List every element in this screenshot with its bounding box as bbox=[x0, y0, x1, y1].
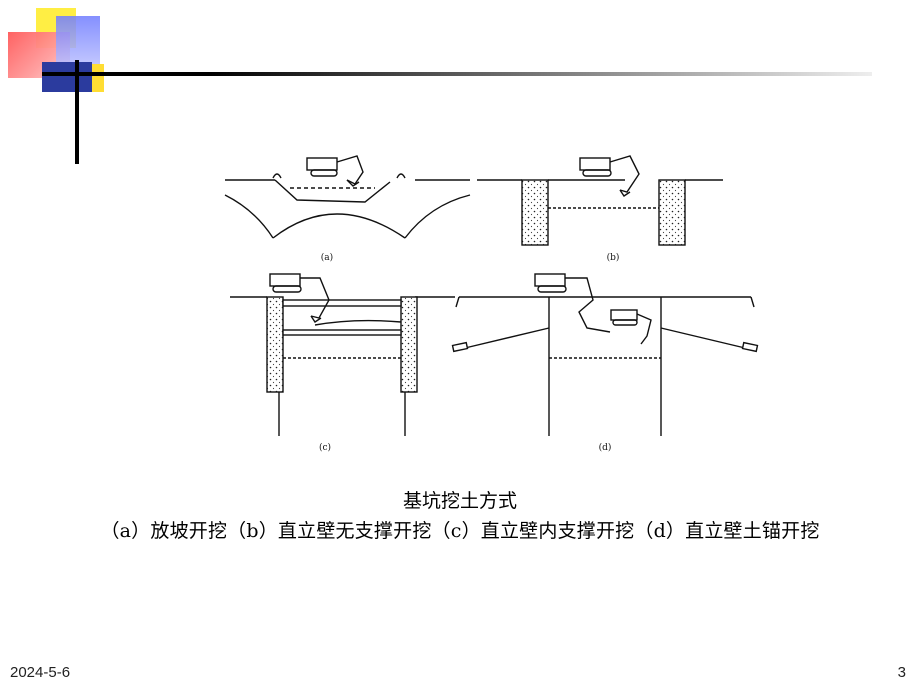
panel-label-a: (a) bbox=[321, 252, 333, 263]
panel-label-b: (b) bbox=[607, 252, 620, 263]
figure-caption-title: 基坑挖土方式 bbox=[402, 490, 517, 512]
figure-caption-subtitle: （a）放坡开挖（b）直立壁无支撑开挖（c）直立壁内支撑开挖（d）直立壁土锚开挖 bbox=[100, 520, 820, 542]
panel-label-c: (c) bbox=[319, 442, 331, 453]
panel-b-vertical-no-support bbox=[477, 155, 723, 246]
decor-navy-square bbox=[42, 62, 92, 92]
decor-yellow-bar bbox=[92, 64, 104, 92]
panel-c-internal-support bbox=[230, 273, 455, 436]
page-number: 3 bbox=[897, 664, 906, 681]
decor-vertical-rule bbox=[75, 60, 79, 164]
panel-d-soil-anchor bbox=[451, 273, 759, 436]
footer-date: 2024-5-6 bbox=[10, 664, 71, 681]
decor-blue-square bbox=[56, 16, 100, 66]
decor-horizontal-rule bbox=[42, 72, 872, 76]
panel-label-d: (d) bbox=[599, 442, 612, 453]
panel-a-slope-excavation bbox=[224, 155, 471, 239]
excavation-figure: (a) (b) (c) (d) bbox=[224, 155, 759, 453]
